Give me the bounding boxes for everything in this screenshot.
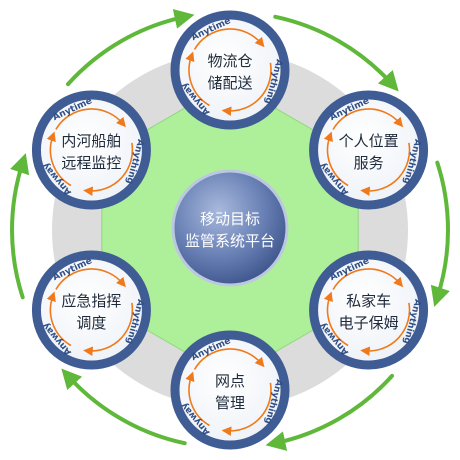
cycle-arrow — [360, 302, 411, 356]
cycle-arrow — [55, 268, 126, 290]
cycle-arrow — [193, 28, 265, 50]
node-ring — [309, 90, 429, 210]
cycle-arrow — [46, 291, 72, 347]
outer-arrow — [273, 14, 399, 92]
outer-arrow — [265, 373, 394, 451]
cycle-arrow — [360, 142, 411, 196]
center-circle — [171, 169, 289, 287]
node-ring — [309, 250, 429, 370]
cycle-arrow — [332, 268, 404, 290]
cycle-arrow — [193, 348, 265, 370]
node-ring — [31, 250, 151, 370]
center-label-line-1: 移动目标 — [200, 211, 260, 228]
cycle-arrow — [323, 131, 349, 187]
node-label-line-1: 私家车 — [346, 293, 391, 310]
outer-arrow — [66, 9, 195, 87]
outer-arrow — [430, 160, 450, 307]
cycle-arrow — [221, 62, 272, 117]
cycle-arrow — [83, 302, 134, 356]
satellite-nodes: AnytimeAnythingAnyway物流仓储配送AnytimeAnythi… — [31, 10, 429, 450]
node-ring — [170, 330, 290, 450]
cycle-arrow — [83, 142, 134, 196]
node-label-line-2: 调度 — [76, 315, 106, 332]
cycle-arrow — [185, 371, 210, 427]
center-node: 移动目标 监管系统平台 — [171, 169, 289, 287]
cycle-arrow — [332, 108, 404, 130]
cycle-arrow — [185, 51, 210, 107]
node-label-line-2: 服务 — [354, 155, 384, 172]
node-label-line-2: 远程监控 — [61, 155, 121, 172]
outer-arrow — [10, 153, 30, 300]
node-label-line-2: 电子保姆 — [339, 315, 399, 332]
node-ring — [170, 10, 290, 130]
node-label-line-1: 个人位置 — [339, 133, 399, 150]
outer-green-arrows — [10, 9, 450, 451]
outer-arrow — [61, 368, 187, 446]
node-label-line-2: 管理 — [215, 395, 245, 412]
node-label-line-1: 网点 — [215, 373, 245, 390]
center-label-line-2: 监管系统平台 — [185, 233, 275, 250]
cycle-arrow — [221, 382, 272, 437]
cycle-arrow — [323, 291, 349, 347]
node-label-line-1: 应急指挥 — [61, 292, 121, 310]
node-label-line-1: 物流仓 — [207, 53, 252, 70]
cycle-arrow — [46, 131, 72, 187]
node-label-line-1: 内河船舶 — [61, 133, 121, 150]
node-ring — [31, 90, 151, 210]
cycle-arrow — [55, 108, 126, 130]
node-label-line-2: 储配送 — [207, 75, 252, 92]
